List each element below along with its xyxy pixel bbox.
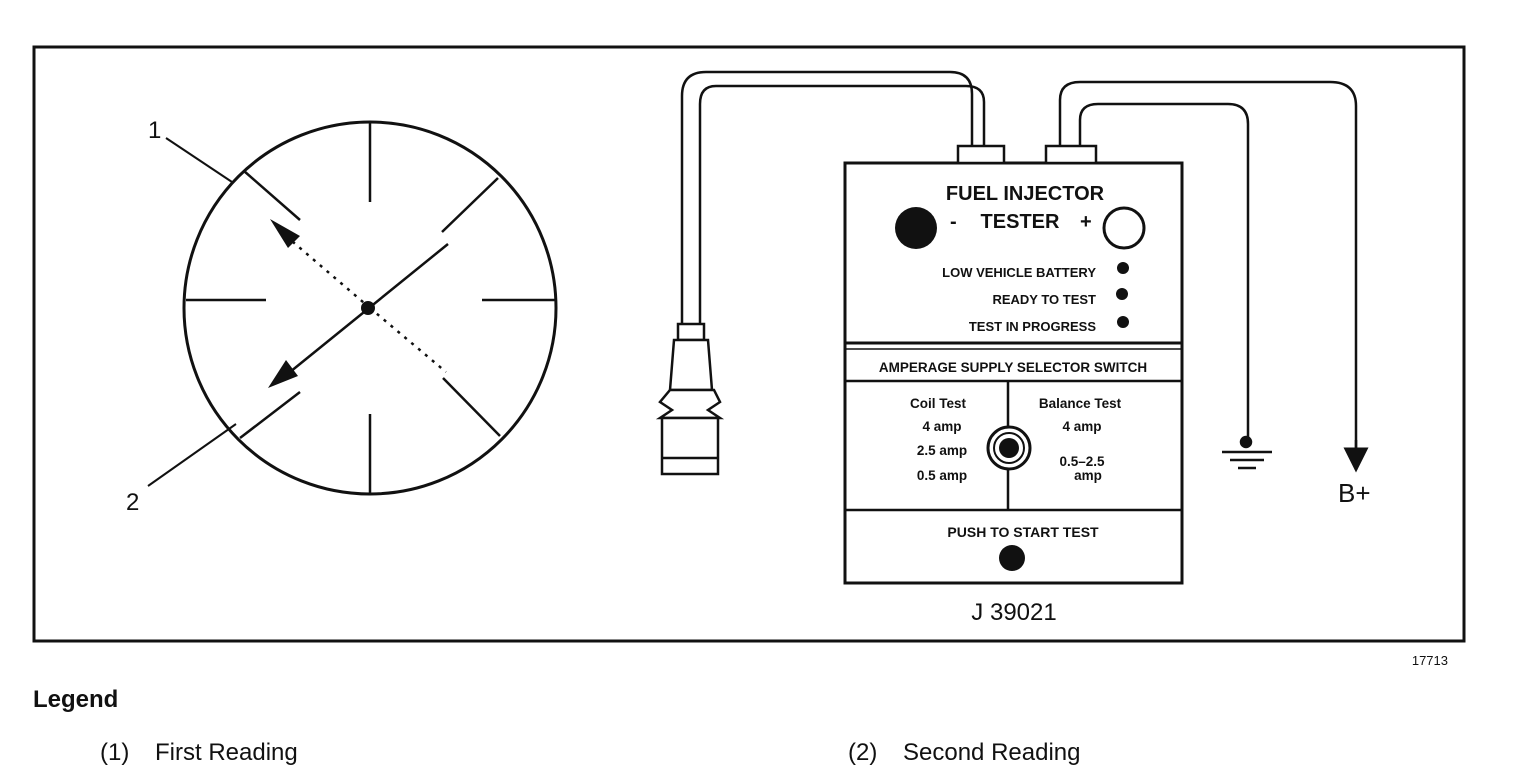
second-reading-arrow-icon [268, 360, 298, 388]
selector-switch-title: AMPERAGE SUPPLY SELECTOR SWITCH [879, 360, 1147, 375]
gauge: 1 2 [126, 117, 558, 516]
callout-1-leader [165, 137, 233, 183]
cable-port-right [1044, 144, 1098, 165]
tester-title-line2: TESTER [981, 211, 1060, 233]
injector-cable [680, 70, 986, 328]
first-reading-needle [285, 235, 371, 309]
legend-title: Legend [33, 686, 119, 713]
indicator-low-battery-label: LOW VEHICLE BATTERY [942, 265, 1096, 280]
coil-test-option: 4 amp [922, 419, 961, 434]
tester-model-number: J 39021 [971, 599, 1056, 626]
balance-test-option: amp [1074, 468, 1102, 483]
indicator-low-battery-led [1117, 262, 1129, 274]
indicator-ready-label: READY TO TEST [992, 292, 1096, 307]
tester-plus-label: + [1080, 211, 1092, 233]
push-to-start-label: PUSH TO START TEST [947, 524, 1099, 540]
ground-cable [1058, 80, 1358, 462]
coil-test-option: 2.5 amp [917, 443, 967, 458]
legend-item-second: (2) Second Reading [848, 739, 1080, 767]
tester-title-line1: FUEL INJECTOR [946, 183, 1105, 205]
legend-item-number: (1) [100, 739, 130, 766]
battery-label: B+ [1338, 478, 1371, 508]
legend-item-first: (1) First Reading [100, 739, 298, 767]
injector-connector [655, 322, 725, 476]
callout-1-label: 1 [148, 117, 161, 144]
fuel-injector-tester: FUEL INJECTOR TESTER - + LOW VEHICLE BAT… [843, 144, 1184, 626]
legend-item-label: First Reading [155, 739, 298, 766]
negative-terminal[interactable] [895, 207, 937, 249]
legend-item-number: (2) [848, 739, 878, 766]
coil-test-label: Coil Test [910, 396, 967, 411]
positive-terminal[interactable] [1102, 206, 1146, 250]
indicator-progress-label: TEST IN PROGRESS [969, 319, 1096, 334]
first-reading-arrow-icon [270, 219, 300, 248]
balance-test-label: Balance Test [1039, 396, 1122, 411]
balance-test-option: 4 amp [1062, 419, 1101, 434]
tester-minus-label: - [950, 211, 957, 233]
indicator-ready-led [1116, 288, 1128, 300]
coil-test-option: 0.5 amp [917, 468, 967, 483]
gauge-ticks [186, 122, 556, 494]
first-reading-needle [369, 307, 447, 373]
callout-2-leader [147, 423, 237, 487]
gauge-pivot [361, 301, 375, 315]
cable-port-left [956, 144, 1006, 165]
push-to-start-button[interactable] [999, 545, 1025, 571]
selector-knob[interactable] [986, 425, 1032, 471]
balance-test-option: 0.5–2.5 [1059, 454, 1105, 469]
figure-id: 17713 [1412, 653, 1448, 668]
ground-icon [1222, 435, 1272, 470]
indicator-progress-led [1117, 316, 1129, 328]
legend-item-label: Second Reading [903, 739, 1081, 766]
figure-frame [32, 45, 1466, 643]
callout-2-label: 2 [126, 489, 139, 516]
